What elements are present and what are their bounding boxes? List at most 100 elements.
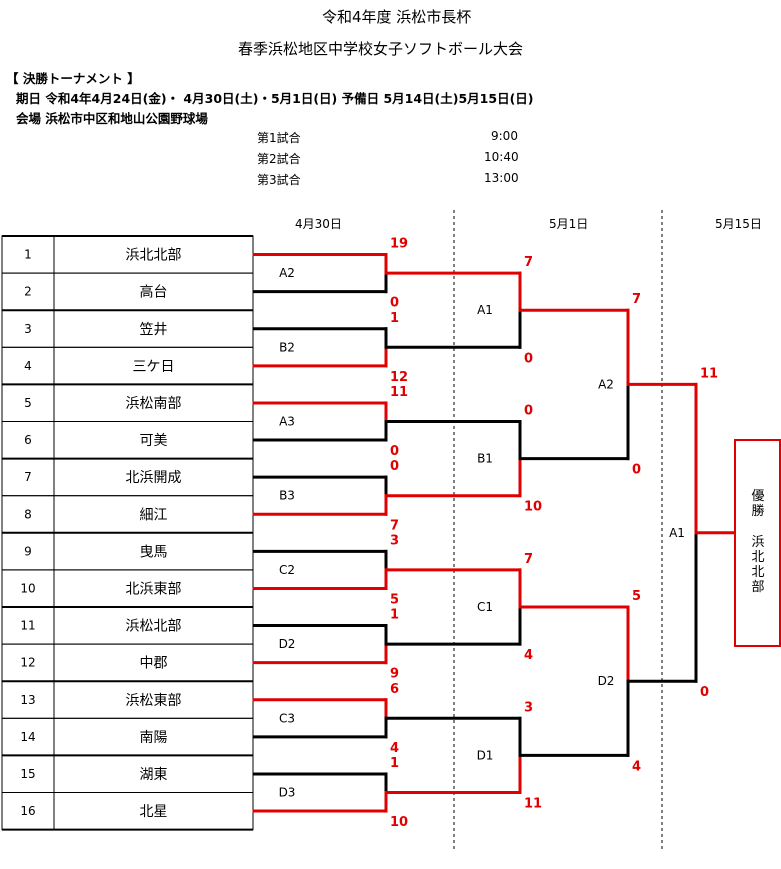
score-bottom: 0: [632, 463, 641, 478]
schedule-label-1: 第1試合: [257, 131, 301, 145]
schedule-time-2: 10:40: [484, 150, 519, 164]
day-header-3: 5月15日: [715, 217, 762, 231]
team-name: 湖東: [140, 767, 168, 783]
table-row: [1, 754, 254, 794]
team-name: 曳馬: [140, 544, 168, 560]
score-top: 0: [390, 459, 399, 474]
score-bottom: 9: [390, 667, 399, 682]
score-top: 1: [390, 311, 399, 326]
table-row: [1, 532, 254, 571]
champion-team-char: 浜: [751, 535, 764, 550]
team-name: 南陽: [140, 730, 168, 746]
team-name: 北浜開成: [126, 470, 182, 486]
table-row: [1, 272, 254, 311]
score-bottom: 12: [390, 370, 408, 385]
match-label: B1: [477, 452, 493, 466]
table-row: [1, 309, 254, 348]
team-name: 浜松東部: [126, 693, 182, 709]
team-name: 可美: [140, 433, 168, 449]
score-top: 19: [390, 237, 408, 252]
table-row: [1, 717, 254, 756]
champion-team-char: 部: [751, 580, 764, 595]
match-label: A3: [279, 415, 295, 429]
day-header-1: 4月30日: [295, 217, 342, 231]
match-label: A2: [279, 266, 295, 280]
match-label: D3: [279, 786, 296, 800]
score-top: 7: [524, 255, 533, 270]
score-bottom: 4: [524, 648, 533, 663]
score-bottom: 7: [390, 518, 399, 533]
team-name: 三ケ日: [133, 359, 175, 375]
team-seed: 9: [24, 544, 32, 558]
match-label: C3: [279, 711, 295, 725]
match-label: C1: [477, 600, 493, 614]
score-bottom: 5: [390, 592, 399, 607]
score-bottom: 0: [390, 296, 399, 311]
score-top: 5: [632, 589, 641, 604]
table-row: [1, 421, 254, 460]
team-seed: 7: [24, 470, 32, 484]
match-label: A2: [598, 377, 614, 391]
match-label: D1: [477, 748, 494, 762]
score-top: 3: [390, 533, 399, 548]
score-bottom: 0: [700, 685, 709, 700]
section-label: 【 決勝トーナメント 】: [6, 71, 140, 86]
team-seed: 12: [20, 656, 35, 670]
score-bottom: 11: [524, 797, 542, 812]
score-top: 11: [700, 366, 718, 381]
table-row: [1, 346, 254, 385]
schedule-label-3: 第3試合: [257, 173, 301, 187]
schedule-time-1: 9:00: [491, 129, 518, 143]
schedule-label-2: 第2試合: [257, 152, 301, 166]
title-line-2: 春季浜松地区中学校女子ソフトボール大会: [238, 40, 524, 58]
match-label: D2: [598, 674, 615, 688]
score-top: 7: [632, 292, 641, 307]
team-name: 浜松北部: [126, 619, 182, 635]
team-seed: 15: [20, 767, 35, 781]
score-top: 0: [524, 404, 533, 419]
champion-team-char: 北: [751, 565, 764, 580]
team-name: 北星: [140, 804, 168, 820]
table-row: [1, 792, 254, 831]
match-label: C2: [279, 563, 295, 577]
score-bottom: 10: [524, 500, 542, 515]
team-name: 浜北北部: [126, 248, 182, 264]
champion-team-char: 北: [751, 550, 764, 565]
score-bottom: 0: [390, 444, 399, 459]
team-name: 中郡: [140, 656, 168, 672]
match-label: D2: [279, 637, 296, 651]
schedule-time-3: 13:00: [484, 171, 519, 185]
score-top: 11: [390, 385, 408, 400]
score-top: 6: [390, 682, 399, 697]
match-label: B3: [279, 489, 295, 503]
match-label: A1: [669, 526, 685, 540]
team-name: 高台: [140, 284, 168, 301]
score-top: 7: [524, 552, 533, 567]
team-name: 細江: [140, 507, 168, 523]
team-seed: 13: [20, 693, 35, 707]
venue-line: 会場 浜松市中区和地山公園野球場: [16, 111, 208, 126]
table-row: [1, 495, 254, 534]
champion-box: [734, 439, 781, 647]
title-line-1: 令和4年度 浜松市長杯: [322, 8, 472, 26]
score-bottom: 4: [390, 741, 399, 756]
score-bottom: 10: [390, 815, 408, 830]
team-seed: 2: [24, 285, 32, 299]
team-seed: 14: [20, 730, 35, 744]
team-seed: 3: [24, 322, 32, 336]
champion-label-char: 優: [751, 489, 764, 504]
team-seed: 11: [20, 619, 35, 633]
table-row: [1, 643, 254, 682]
team-seed: 4: [24, 359, 32, 373]
team-seed: 10: [20, 581, 35, 595]
team-seed: 8: [24, 507, 32, 521]
team-seed: 5: [24, 396, 32, 410]
dates-line: 期日 令和4年4月24日(金)・ 4月30日(土)・5月1日(日) 予備日 5月…: [16, 91, 534, 106]
team-name: 笠井: [140, 322, 168, 338]
team-name: 浜松南部: [126, 396, 182, 412]
score-top: 3: [524, 700, 533, 715]
day-header-2: 5月1日: [549, 217, 589, 231]
score-bottom: 0: [524, 351, 533, 366]
team-seed: 16: [20, 804, 35, 818]
